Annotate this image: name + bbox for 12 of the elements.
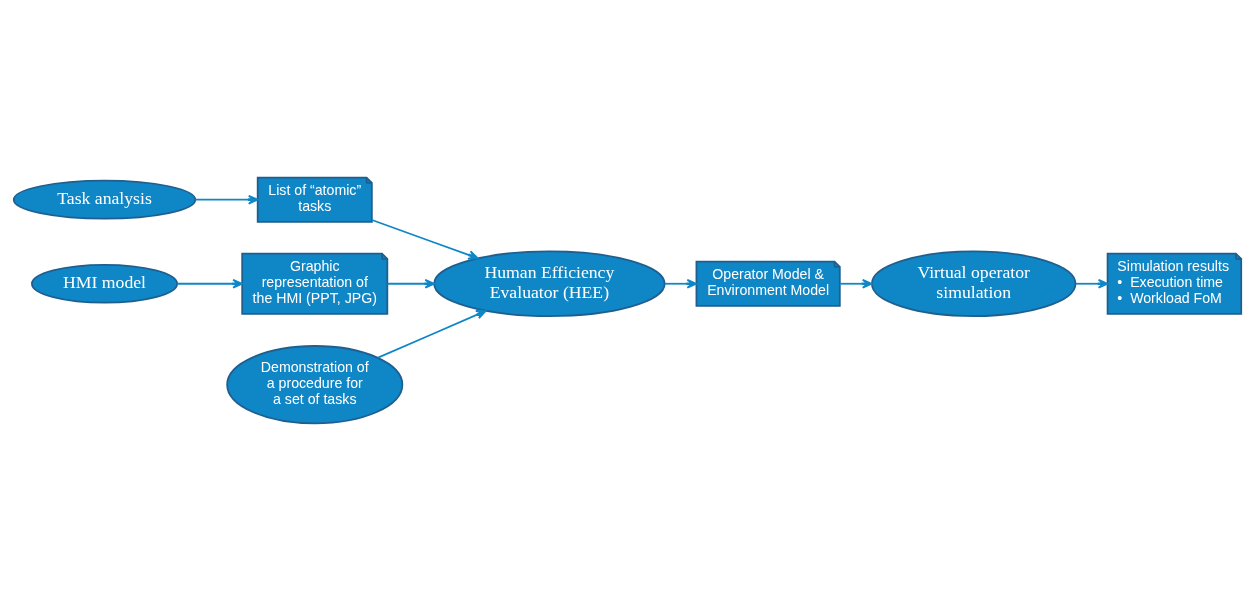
arrow	[176, 278, 243, 289]
node-ellipse: Task analysis	[12, 179, 197, 220]
arrow	[377, 310, 487, 359]
arrow	[839, 278, 873, 289]
arrow	[386, 278, 436, 289]
arrow	[194, 194, 259, 205]
node-ellipse: Demonstration of a procedure for a set of tasks	[226, 345, 404, 425]
arrow	[371, 219, 479, 260]
node-ellipse: HMI model	[31, 263, 179, 304]
arrow	[663, 278, 698, 289]
arrow	[1074, 278, 1109, 289]
node-ellipse: Virtual operator simulation	[871, 250, 1077, 317]
